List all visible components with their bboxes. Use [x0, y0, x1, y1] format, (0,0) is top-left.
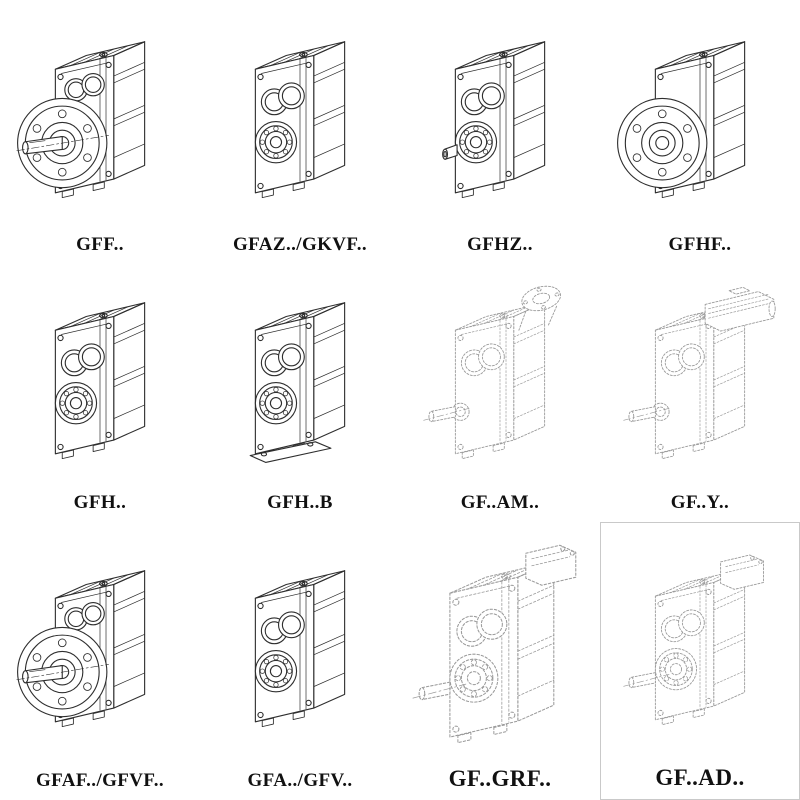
cell-gfaz-gkvf: GFAZ../GKVF.. [200, 0, 400, 264]
cell-gf-ad: GF..AD.. [600, 522, 800, 800]
gearbox-drawing-motor-mounted [623, 286, 776, 460]
model-label: GF..AD.. [655, 764, 745, 790]
drawing-area [400, 526, 600, 766]
cell-gfh-b: GFH..B [200, 264, 400, 522]
drawing-area [0, 268, 200, 492]
drawing-area [600, 4, 800, 234]
drawing-area [0, 526, 200, 770]
model-label: GFH.. [73, 492, 127, 514]
gearbox-drawing-input-adapter [412, 544, 577, 743]
cell-gfa-gfv: GFA../GFV.. [200, 522, 400, 800]
model-label: GFA../GFV.. [247, 770, 353, 792]
gearbox-drawing-input-shaft-adapter [623, 554, 764, 725]
model-label: GFAZ../GKVF.. [233, 234, 367, 256]
gearbox-drawing-foot-mounted [249, 302, 346, 464]
cell-gf-y: GF..Y.. [600, 264, 800, 522]
model-label: GF..AM.. [460, 492, 540, 514]
drawing-area [200, 268, 400, 492]
drawing-area [200, 526, 400, 770]
drawing-area [601, 527, 799, 765]
model-label: GFAF../GFVF.. [35, 770, 164, 792]
gearbox-drawing-flange-shaft [16, 41, 146, 199]
gearbox-drawing-hollow-shaft [442, 41, 546, 199]
drawing-area [200, 4, 400, 234]
model-label: GF..Y.. [670, 492, 730, 514]
gearbox-drawing-flange-shaft [16, 570, 146, 728]
model-label: GFF.. [76, 234, 124, 256]
cell-gf-am: GF..AM.. [400, 264, 600, 522]
gearbox-drawing-face-bores [54, 302, 146, 460]
cell-gfh: GFH.. [0, 264, 200, 522]
cell-gfaf-gfvf: GFAF../GFVF.. [0, 522, 200, 800]
drawing-area [0, 4, 200, 234]
model-label: GFH..B [267, 492, 333, 514]
drawing-area [400, 4, 600, 234]
cell-gfhz: GFHZ.. [400, 0, 600, 264]
model-label: GF..GRF.. [448, 765, 552, 791]
gearbox-drawing-face-bores [254, 570, 346, 728]
model-label: GFHF.. [668, 234, 732, 256]
gearbox-drawing-face-bores [254, 41, 346, 199]
cell-gff: GFF.. [0, 0, 200, 264]
gearbox-drawing-motor-adapter-flange [423, 282, 564, 460]
cell-gfhf: GFHF.. [600, 0, 800, 264]
drawing-area [400, 268, 600, 492]
cell-gf-grf: GF..GRF.. [400, 522, 600, 800]
model-label: GFHZ.. [467, 234, 533, 256]
gearbox-drawing-flange-hollow [617, 41, 746, 199]
drawing-area [600, 268, 800, 492]
